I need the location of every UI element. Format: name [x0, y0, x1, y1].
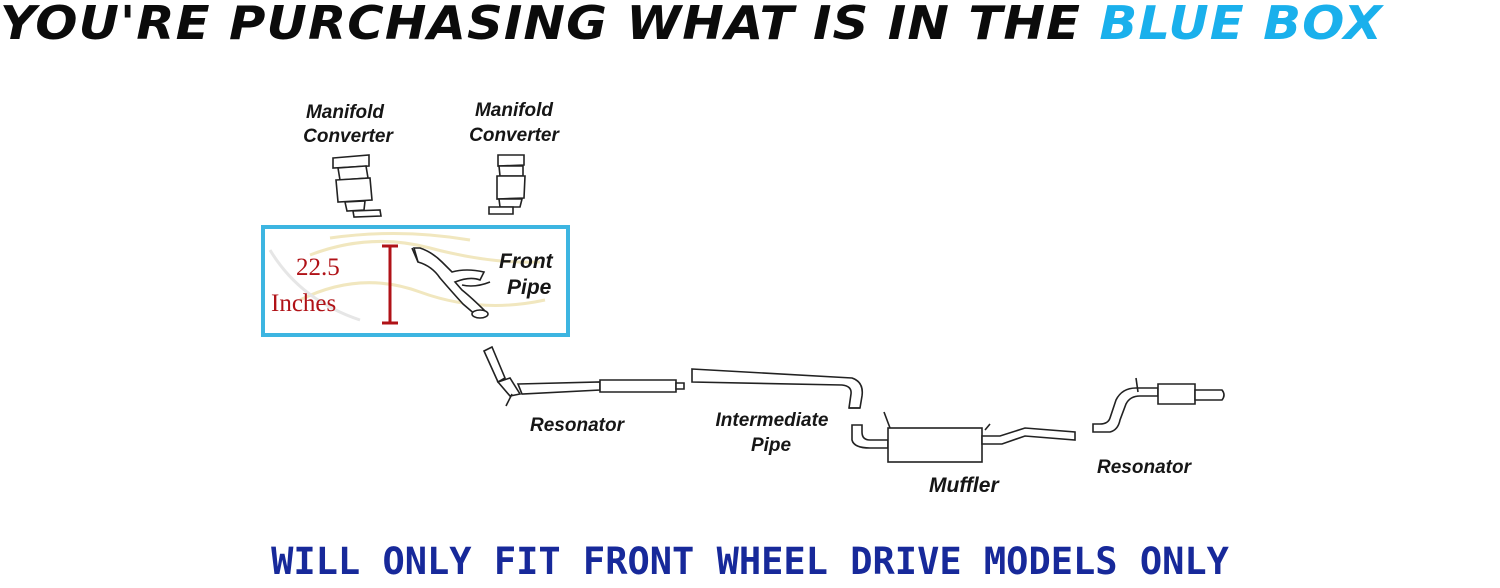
label-front-pipe-line1: Front [499, 250, 554, 273]
label-manifold-right-line2: Converter [469, 125, 560, 146]
label-front-pipe-line2: Pipe [507, 276, 552, 299]
label-manifold-left-line2: Converter [303, 126, 394, 147]
label-manifold-right-line1: Manifold [475, 100, 553, 121]
measurement-unit: Inches [271, 290, 336, 317]
label-resonator-front: Resonator [530, 415, 626, 436]
intermediate-pipe-part [691, 368, 864, 409]
measurement-value: 22.5 [296, 254, 340, 281]
headline: YOU'RE PURCHASING WHAT IS IN THE BLUE BO… [0, 0, 1500, 52]
manifold-converter-right [488, 154, 526, 215]
label-intermediate-line1: Intermediate [716, 410, 829, 431]
watermark-swoosh [268, 231, 546, 322]
front-pipe-part [411, 247, 491, 319]
blue-highlight-box [261, 225, 570, 337]
muffler-part [851, 411, 1076, 463]
rear-resonator-part [1092, 377, 1225, 433]
label-muffler: Muffler [929, 474, 1000, 497]
headline-highlight: BLUE BOX [1099, 0, 1384, 50]
front-resonator-part [482, 345, 685, 407]
label-intermediate-line2: Pipe [751, 435, 792, 456]
label-manifold-left-line1: Manifold [306, 102, 384, 123]
fitment-notice: WILL ONLY FIT FRONT WHEEL DRIVE MODELS O… [271, 540, 1229, 583]
label-resonator-rear: Resonator [1097, 457, 1193, 478]
measurement-indicator [382, 244, 398, 325]
headline-prefix: YOU'RE PURCHASING WHAT IS IN THE [0, 0, 1100, 50]
manifold-converter-left [332, 154, 382, 218]
